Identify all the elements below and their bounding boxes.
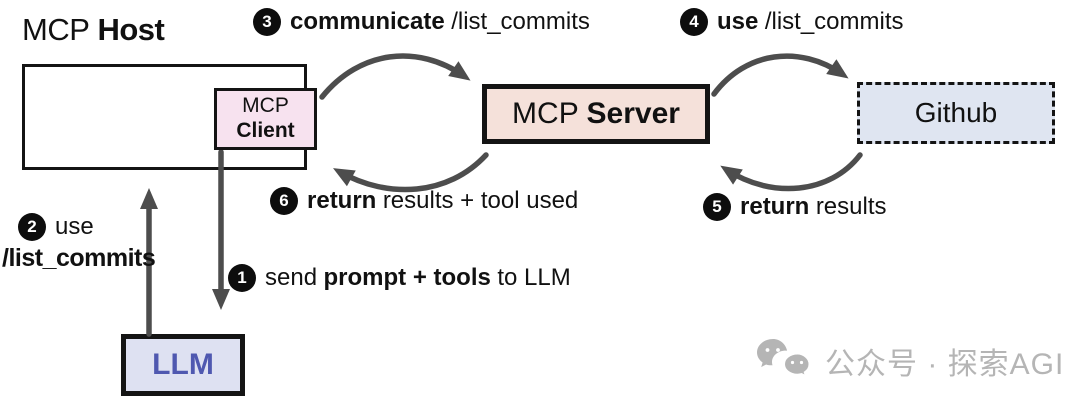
arrow-client-to-server (319, 53, 471, 100)
step-4-badge: 4 (680, 8, 708, 36)
github-box: Github (857, 82, 1055, 144)
step-2-text-line2: /list_commits (2, 244, 156, 272)
step-1-badge: 1 (228, 264, 256, 292)
step-2-label: 2 use /list_commits (2, 213, 156, 273)
server-label-normal: MCP (512, 97, 579, 130)
step-4-label: 4 use/list_commits (680, 8, 904, 36)
client-label-line2: Client (236, 119, 295, 142)
arrow-server-to-github (711, 53, 849, 97)
step-5-badge: 5 (703, 193, 731, 221)
step-3-label: 3 communicate/list_commits (253, 8, 590, 36)
step-6-badge: 6 (270, 187, 298, 215)
github-label: Github (914, 97, 998, 128)
step-3-text: communicate/list_commits (290, 8, 590, 35)
watermark: 公众号 · 探索AGI (756, 337, 1064, 385)
client-label-line1: MCP (242, 94, 289, 118)
step-2-text-line1: use (55, 213, 94, 240)
watermark-text: 公众号 · 探索AGI (825, 348, 1065, 381)
server-label-bold: Server (586, 97, 680, 130)
arrow-server-to-client (333, 152, 489, 193)
llm-label: LLM (152, 348, 214, 381)
title-bold: Host (97, 12, 165, 47)
title-normal: MCP (22, 12, 90, 47)
wechat-icon (757, 339, 811, 379)
step-2-badge: 2 (18, 213, 46, 241)
step-3-badge: 3 (253, 8, 281, 36)
llm-box: LLM (121, 334, 245, 396)
mcp-client-box: MCP Client (214, 88, 317, 150)
arrow-github-to-server (720, 152, 863, 192)
step-4-text: use/list_commits (717, 8, 904, 35)
